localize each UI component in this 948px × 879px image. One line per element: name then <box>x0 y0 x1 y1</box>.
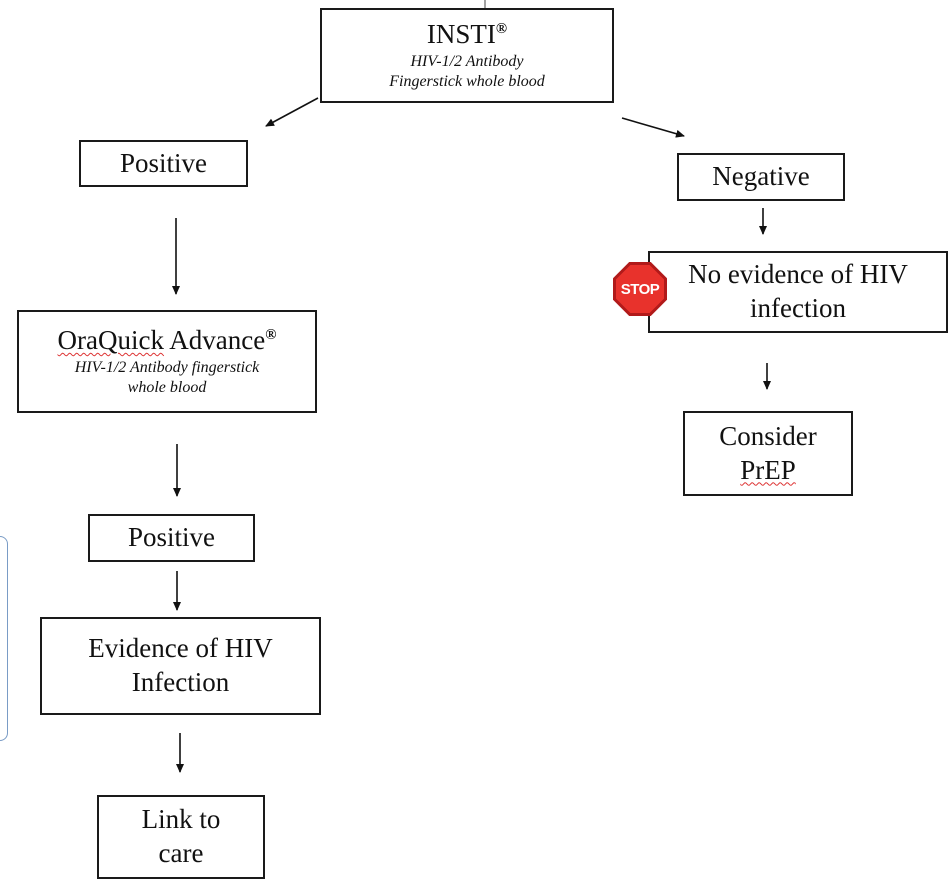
arrow-top-to-positive <box>265 97 319 127</box>
link-to-care-box: Link to care <box>97 795 265 879</box>
no-evidence-line-2: infection <box>750 293 846 323</box>
evidence-line-1: Evidence of HIV <box>88 633 273 664</box>
oraquick-test-box: OraQuick Advance® HIV-1/2 Antibody finge… <box>17 310 317 413</box>
no-evidence-line-1: No evidence of HIV <box>688 259 908 290</box>
link-care-line-1: Link to <box>141 804 221 835</box>
positive-box-1: Positive <box>79 140 248 187</box>
positive-box-2: Positive <box>88 514 255 562</box>
arrow-top-to-negative <box>621 117 685 138</box>
positive-label-2: Positive <box>127 522 215 553</box>
oraquick-title: OraQuick Advance® <box>57 324 277 355</box>
consider-line-1: Consider <box>719 420 817 451</box>
insti-subtitle-1: HIV-1/2 Antibody <box>410 52 524 70</box>
consider-line-2: PrEP <box>740 454 796 485</box>
negative-label: Negative <box>712 161 810 192</box>
no-evidence-box: No evidence of HIV infection <box>648 251 948 333</box>
oraquick-subtitle-2: whole blood <box>127 379 207 397</box>
positive-label-1: Positive <box>119 147 207 178</box>
evidence-line-2: Infection <box>131 667 230 697</box>
insti-test-box: INSTI® HIV-1/2 Antibody Fingerstick whol… <box>320 8 614 103</box>
consider-prep-box: Consider PrEP <box>683 411 853 496</box>
stop-sign-icon: STOP <box>613 262 667 316</box>
oraquick-subtitle-1: HIV-1/2 Antibody fingerstick <box>74 358 260 376</box>
insti-subtitle-2: Fingerstick whole blood <box>389 73 545 91</box>
negative-box: Negative <box>677 153 845 201</box>
side-bracket <box>0 536 8 741</box>
stop-sign-label: STOP <box>616 265 664 313</box>
evidence-of-hiv-box: Evidence of HIV Infection <box>40 617 321 715</box>
link-care-line-2: care <box>158 838 204 868</box>
insti-title: INSTI® <box>426 18 508 49</box>
